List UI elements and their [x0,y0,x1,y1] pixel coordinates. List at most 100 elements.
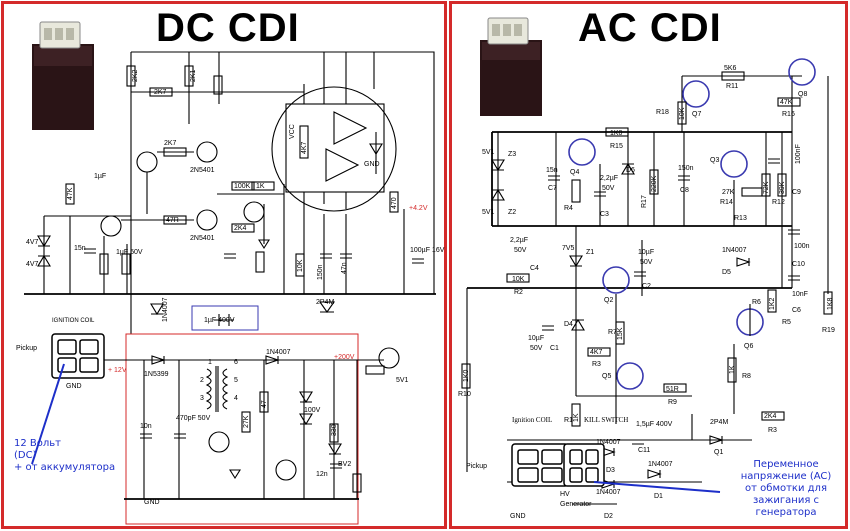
ac-d1n4007b-label: 1N4007 [596,439,621,446]
ac-r5-label: R5 [782,319,791,326]
ac-c10-label: C10 [792,261,805,268]
ac-c50vd-label: 50V [530,345,543,352]
ac-r1-label: R1 [564,417,573,424]
ac-c10uf-label: 10µF [638,249,654,256]
ac-c100nf-label: 100nF [795,144,802,164]
ac-r12-label: R12 [772,199,785,206]
ac-z2-label: Z2 [508,209,516,216]
ac-gnd-label: GND [510,513,526,520]
dc-r47k-label: 47K [67,187,74,200]
ac-r4-label: R4 [564,205,573,212]
dc-cap1uf400-label: 1µF 400V [204,317,235,324]
ac-r1k8-label: 1K8 [827,297,834,310]
dc-cdi-schematic: 2K2 2K1 2K7 2K7 2N5401 2N5401 47R 47K 10… [16,51,445,525]
dc-c15n-label: 15n [74,245,86,252]
dc-c1uf50-label: 1µF 50V [116,249,143,256]
ac-r1kc-label: 1K [573,413,580,422]
ac-r5k6-label: 5K6 [724,65,737,72]
ac-d3-label: D3 [606,467,615,474]
ac-pickup-label: Pickup [466,463,487,470]
dc-gnd-label: GND [66,383,82,390]
dc-r2k7-label: 2K7 [154,89,167,96]
dc-q2n5401b-label: 2N5401 [190,235,215,242]
ac-q2-label: Q2 [604,297,613,304]
dc-gnd-bottom-label: GND [144,499,160,506]
ac-r1k2-label: 1K2 [769,297,776,310]
ac-q1-label: Q1 [714,449,723,456]
dc-r100k-label: 100K [234,183,251,190]
ac-d1-label: D1 [654,493,663,500]
dc-q2n5401a-label: 2N5401 [190,167,215,174]
ac-hv-label: HV [560,491,570,498]
ac-d1n4007d-label: 1N4007 [596,489,621,496]
ac-generator-note: Переменное напряжение (AC) от обмотки дл… [740,459,832,518]
dc-r47r-label: 47R [166,217,179,224]
ac-cdi-panel: AC CDI [449,1,848,529]
dc-c1uf-label: 1µF [94,173,106,180]
ac-c2-label: C2 [642,283,651,290]
ac-c10ufb-label: 10µF [528,335,544,342]
ac-q8-label: Q8 [798,91,807,98]
ac-r7-label: R7 [608,329,617,336]
ac-r17-label: R17 [641,195,648,208]
dc-d1n4007-label: 1N4007 [162,297,169,322]
ac-d1n4007c-label: 1N4007 [648,461,673,468]
ac-r2k4-label: 2K4 [764,413,777,420]
ac-r51r-label: 51R [666,386,679,393]
ac-r15-label: R15 [610,143,623,150]
ac-d5-label: D5 [722,269,731,276]
dc-c150n-label: 150n [317,264,324,280]
dc-v200-label: +200V [334,354,355,361]
dc-r2k2-label: 2K2 [132,69,139,82]
dc-n1-label: 1 [208,359,212,366]
ac-r2-label: R2 [514,289,523,296]
dc-n4-label: 4 [234,395,238,402]
dc-r47-label: 47 [261,400,268,408]
ac-c3-label: C3 [600,211,609,218]
dc-r27k-label: 27K [243,415,250,428]
ac-z5v1b-label: 5V1 [482,209,495,216]
ac-r16-label: R16 [782,111,795,118]
ac-r14-label: R14 [720,199,733,206]
ac-c50vb-label: 50V [514,247,527,254]
dc-vcc-label: VCC [289,124,296,139]
dc-q5v1-label: 5V1 [396,377,409,384]
ac-generator-label: Generator [560,501,592,508]
ac-r9-label: R9 [668,399,677,406]
ac-c8-label: C8 [680,187,689,194]
dc-n2-label: 2 [200,377,204,384]
ac-z5v1a-label: 5V1 [482,149,495,156]
dc-d1n4007b-label: 1N4007 [266,349,291,356]
ac-r1k0b-label: 1K0 [463,369,470,382]
ac-c22uf-label: 2,2µF [600,175,618,182]
ac-z3-label: Z3 [508,151,516,158]
ac-r1kb-label: 1K [729,365,736,374]
dc-d4v7b-label: 4V7 [26,261,39,268]
ac-r18-label: R18 [656,109,669,116]
dc-r4k7-label: 4K7 [301,141,308,154]
dc-r10k-label: 10K [297,259,304,272]
dc-v12-label: + 12V [108,367,127,374]
ac-d2-label: D2 [604,513,613,520]
ac-c15uf-label: 1,5µF 400V [636,421,673,428]
ac-c50v-label: 50V [602,185,615,192]
dc-d4v7a-label: 4V7 [26,239,39,246]
dc-d100v-label: 100V [304,407,321,414]
ac-r3b-label: R3 [768,427,777,434]
dc-r2k4-label: 2K4 [234,225,247,232]
ac-z7v5-label: 7V5 [562,245,575,252]
ac-t2p4m-label: 2P4M [710,419,728,426]
ac-c22b-label: 2,2µF [510,237,528,244]
dc-d1n5399-label: 1N5399 [144,371,169,378]
ac-r10kb-label: 10K [512,276,525,283]
ac-c1-label: C1 [550,345,559,352]
dc-c10n-label: 10n [140,423,152,430]
ac-q6-label: Q6 [744,343,753,350]
ac-r19-label: R19 [822,327,835,334]
dc-c12n-label: 12n [316,471,328,478]
dc-c470p-label: 470pF 50V [176,415,211,422]
ac-z1-label: Z1 [586,249,594,256]
ac-c15n-label: 15n [546,167,558,174]
dc-r2k7b-label: 2K7 [164,140,177,147]
